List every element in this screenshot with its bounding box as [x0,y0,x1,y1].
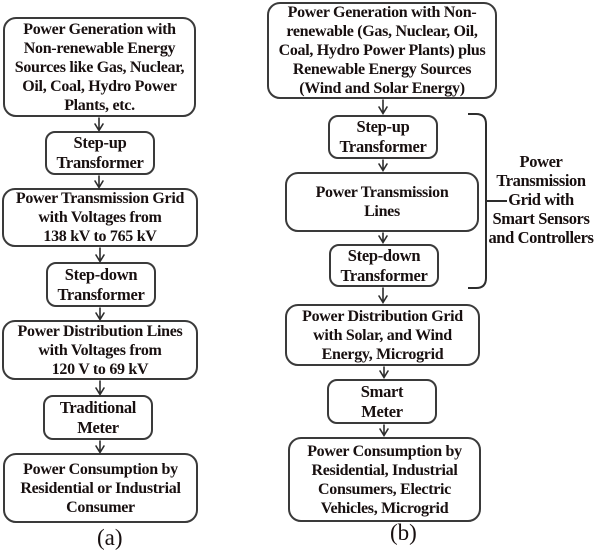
caption-b: (b) [390,520,417,545]
box-b-smart-meter: Smart Meter [327,379,437,424]
box-a-power-generation: Power Generation with Non-renewable Ener… [3,17,196,117]
box-a-step-down-transformer: Step-down Transformer [46,262,156,307]
caption-a: (a) [97,525,123,550]
bracket-label-transmission-grid-smart-sensors: Power Transmission Grid with Smart Senso… [488,152,594,247]
box-a-traditional-meter: Traditional Meter [43,395,153,440]
flow-arrow [95,247,105,264]
flow-arrow [379,424,389,438]
box-b-distribution-grid: Power Distribution Grid with Solar, and … [285,304,480,366]
flow-arrow [378,232,388,245]
flow-arrow [95,380,105,397]
box-b-step-down-transformer: Step-down Transformer [329,244,439,287]
flow-arrow [379,366,389,380]
box-b-transmission-lines: Power Transmission Lines [285,172,479,232]
flow-arrow [95,440,105,455]
flow-arrow [378,287,388,305]
flow-arrow [94,175,104,190]
box-a-distribution-lines: Power Distribution Lines with Voltages f… [2,320,198,380]
box-a-transmission-grid: Power Transmission Grid with Voltages fr… [2,188,198,247]
flow-arrow [94,117,104,133]
box-b-power-generation: Power Generation with Non- renewable (Ga… [267,2,497,99]
box-a-step-up-transformer: Step-up Transformer [45,131,155,175]
flow-arrow [95,307,105,322]
box-b-step-up-transformer: Step-up Transformer [328,115,438,159]
box-b-power-consumption: Power Consumption by Residential, Indust… [288,437,481,522]
flow-arrow [378,99,388,116]
flow-arrow [378,159,388,173]
box-a-power-consumption: Power Consumption by Residential or Indu… [3,453,198,523]
